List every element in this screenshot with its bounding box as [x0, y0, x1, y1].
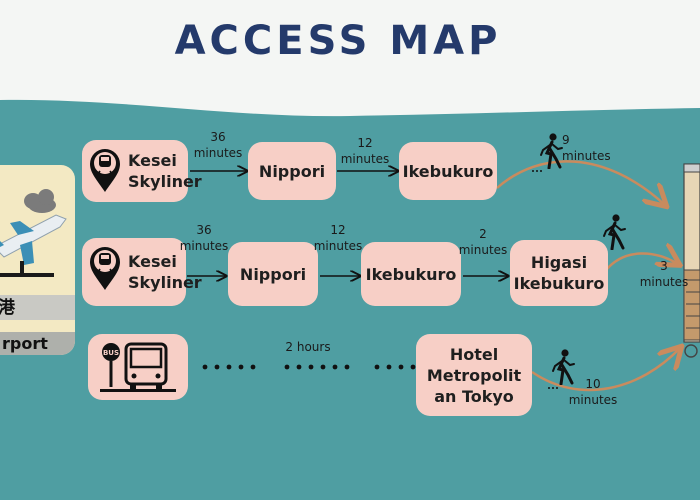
route2-station2-label: Ikebukuro	[365, 264, 457, 284]
airport-label: rport	[0, 332, 75, 355]
route2-start-box: Kesei Skyliner	[82, 238, 202, 306]
route3-destination-box: Hotel Metropolit an Tokyo	[416, 334, 532, 416]
route2-station1-box: Nippori	[228, 242, 318, 306]
bus-stop-icon: BUS	[100, 342, 176, 392]
airport-card: 港 rport	[0, 165, 75, 355]
hotel-building-icon	[683, 163, 700, 358]
route2-station3-label: Higasi Ikebukuro	[513, 253, 605, 293]
route3-walk-time: 10 minutes	[568, 377, 618, 407]
airport-band	[0, 295, 75, 320]
walking-person-icon	[603, 214, 626, 250]
airplane-icon	[0, 189, 67, 277]
route3-duration: 2 hours	[285, 340, 331, 354]
page-title: ACCESS MAP	[174, 18, 502, 64]
route2-walk-time: 3 minutes	[639, 259, 689, 289]
route2-station2-box: Ikebukuro	[361, 242, 461, 306]
route1-leg2-time: 12 minutes	[340, 136, 390, 166]
route1-station2-box: Ikebukuro	[399, 142, 497, 200]
route1-start-box: Kesei Skyliner	[82, 140, 202, 202]
route2-leg3-time: 2 minutes	[458, 227, 508, 257]
train-pin-icon	[90, 247, 120, 290]
route2-leg2-time: 12 minutes	[313, 223, 363, 253]
airport-kanji: 港	[0, 298, 15, 318]
route3-start-box: BUS	[88, 334, 188, 400]
route1-station1-label: Nippori	[258, 161, 326, 181]
route1-station2-label: Ikebukuro	[402, 161, 494, 181]
route3-destination-label: Hotel Metropolit an Tokyo	[426, 344, 522, 406]
route2-leg1-time: 36 minutes	[179, 223, 229, 253]
route1-station1-box: Nippori	[248, 142, 336, 200]
route2-start-label: Kesei Skyliner	[128, 252, 202, 292]
route2-station3-box: Higasi Ikebukuro	[510, 240, 608, 306]
walking-person-icon	[540, 133, 563, 169]
train-pin-icon	[90, 149, 120, 192]
route1-start-label: Kesei Skyliner	[128, 151, 202, 191]
route2-station1-label: Nippori	[239, 264, 307, 284]
bus-sign-text: BUS	[103, 349, 119, 357]
walking-person-icon	[552, 349, 575, 385]
route1-walk-time: 9 minutes	[562, 133, 611, 163]
cloud-icon	[24, 189, 56, 213]
route1-leg1-time: 36 minutes	[193, 130, 243, 160]
